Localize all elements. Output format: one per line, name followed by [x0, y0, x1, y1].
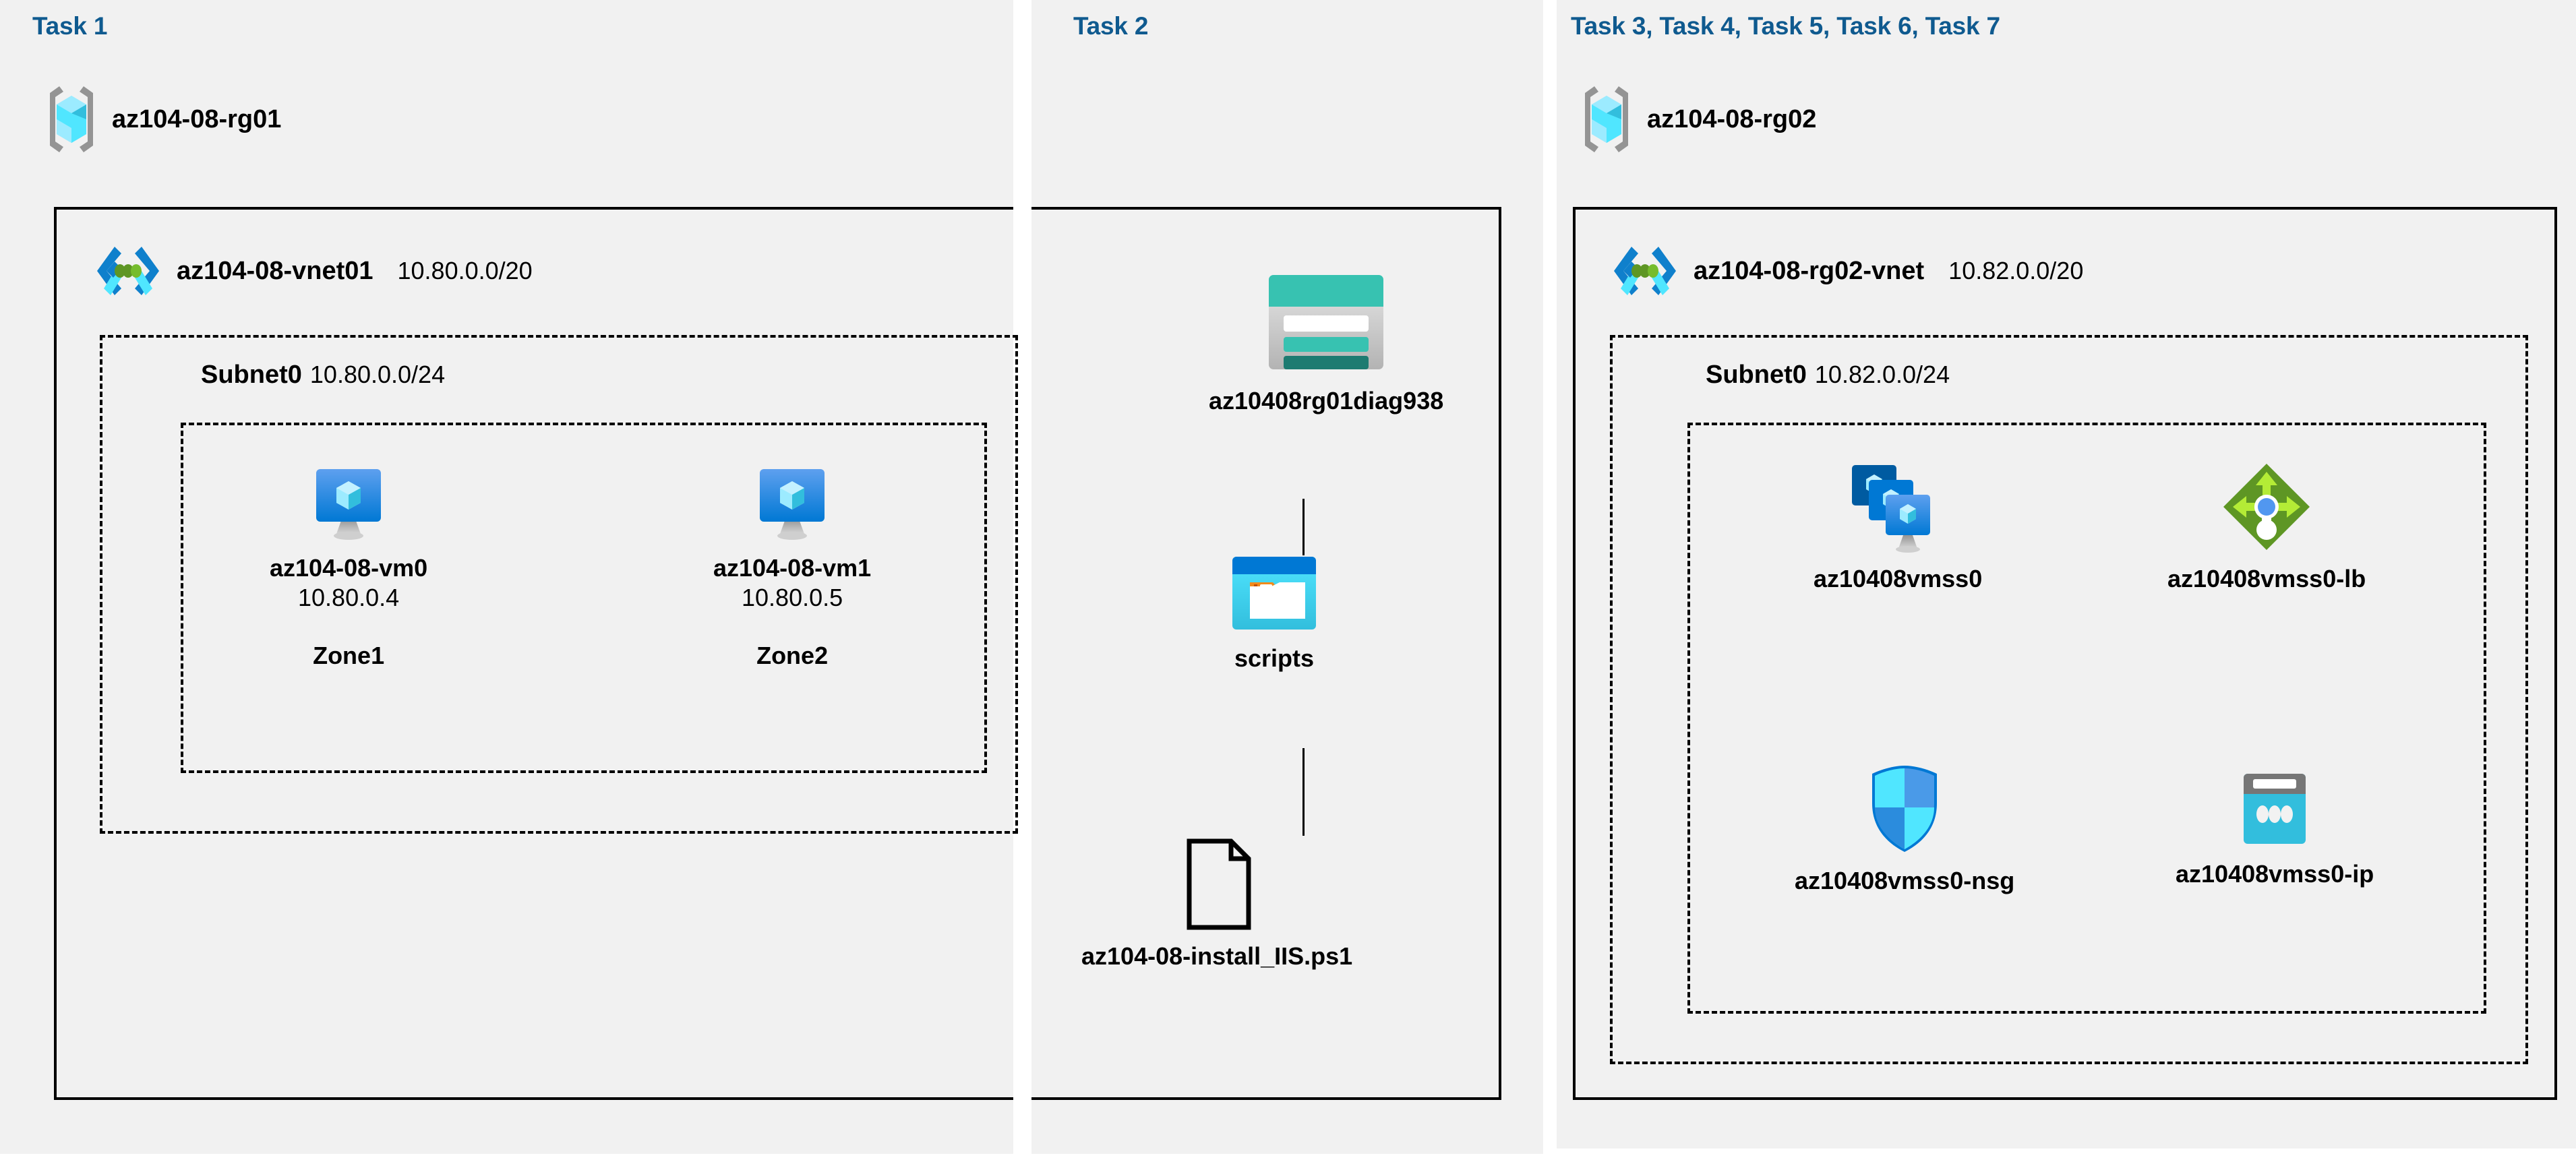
- node-load-balancer[interactable]: az10408vmss0-lb: [2167, 460, 2366, 593]
- subnet-container-subnet0-rg02vnet: [1610, 335, 2528, 1064]
- vm-zone: Zone1: [313, 642, 385, 669]
- connector-storage-to-container: [1302, 499, 1305, 555]
- vnet-header-vnet01: az104-08-vnet01 10.80.0.0/20: [94, 237, 533, 305]
- subnet-cidr: 10.80.0.0/24: [309, 361, 446, 388]
- public-ip-address-icon: [2234, 768, 2315, 849]
- file-icon: [1173, 837, 1261, 931]
- node-blob-container[interactable]: scripts: [1228, 553, 1320, 673]
- resource-group-icon: [1581, 82, 1632, 156]
- vnet-container-rg02-vnet: [1573, 207, 2557, 1100]
- vm-ip: 10.80.0.5: [742, 584, 843, 611]
- task-label-1: Task 1: [32, 12, 108, 40]
- virtual-machine-icon: [750, 460, 834, 543]
- node-vm1[interactable]: az104-08-vm1 10.80.0.5 Zone2: [713, 460, 871, 670]
- vmss-resources-container: [1687, 423, 2486, 1014]
- script-file-name: az104-08-install_IIS.ps1: [1081, 942, 1353, 970]
- node-public-ip-address[interactable]: az10408vmss0-ip: [2176, 768, 2374, 888]
- node-vm-scale-set[interactable]: az10408vmss0: [1814, 460, 1982, 593]
- public-ip-name: az10408vmss0-ip: [2176, 860, 2374, 888]
- blob-container-icon: [1228, 553, 1320, 634]
- vm-zone: Zone2: [756, 642, 829, 669]
- resource-group-header-rg01: az104-08-rg01: [46, 82, 281, 156]
- resource-group-icon: [46, 82, 97, 156]
- storage-account-icon: [1262, 268, 1390, 376]
- task-label-3-7: Task 3, Task 4, Task 5, Task 6, Task 7: [1571, 12, 2000, 40]
- connector-container-to-file: [1302, 748, 1305, 836]
- subnet-container-subnet0-vnet01: [100, 335, 1018, 834]
- subnet-name: Subnet0: [201, 361, 302, 389]
- resource-group-name-rg01: az104-08-rg01: [112, 104, 282, 133]
- network-security-group-icon: [1864, 762, 1945, 856]
- vm-scale-set-icon: [1844, 460, 1952, 554]
- node-script-file[interactable]: az104-08-install_IIS.ps1: [1081, 837, 1352, 971]
- vnet-name-vnet01: az104-08-vnet01: [177, 256, 373, 285]
- resource-group-name-rg02: az104-08-rg02: [1647, 104, 1817, 133]
- subnet-label-vnet01: Subnet0 10.80.0.0/24: [201, 361, 445, 390]
- vnet-cidr-vnet01: 10.80.0.0/20: [397, 257, 533, 284]
- vnet-header-rg02-vnet: az104-08-rg02-vnet 10.82.0.0/20: [1611, 237, 2083, 305]
- load-balancer-icon: [2219, 460, 2314, 554]
- node-network-security-group[interactable]: az10408vmss0-nsg: [1795, 762, 2014, 895]
- vm-ip: 10.80.0.4: [298, 584, 400, 611]
- vnet-container-vnet01: [54, 207, 1501, 1100]
- vm-name: az104-08-vm1: [713, 554, 872, 582]
- task-label-2: Task 2: [1073, 12, 1149, 40]
- storage-account-name: az10408rg01diag938: [1209, 387, 1444, 415]
- virtual-network-icon: [1611, 237, 1679, 305]
- vnet-cidr-rg02-vnet: 10.82.0.0/20: [1948, 257, 2084, 284]
- nsg-name: az10408vmss0-nsg: [1795, 867, 2015, 894]
- availability-zones-container: [181, 423, 987, 773]
- panel-task3-7: [1557, 0, 2576, 1148]
- panel-task1: [0, 0, 1013, 1154]
- panel-gap-2: [1543, 0, 1557, 1166]
- load-balancer-name: az10408vmss0-lb: [2167, 565, 2366, 592]
- subnet-name: Subnet0: [1706, 361, 1807, 389]
- node-storage-account[interactable]: az10408rg01diag938: [1209, 268, 1443, 415]
- node-vm0[interactable]: az104-08-vm0 10.80.0.4 Zone1: [270, 460, 427, 670]
- resource-group-header-rg02: az104-08-rg02: [1581, 82, 1816, 156]
- vnet-name-rg02-vnet: az104-08-rg02-vnet: [1694, 256, 1925, 285]
- vmss-name: az10408vmss0: [1814, 565, 1983, 592]
- virtual-network-icon: [94, 237, 162, 305]
- vm-name: az104-08-vm0: [270, 554, 428, 582]
- blob-container-name: scripts: [1234, 644, 1315, 672]
- subnet-label-rg02vnet: Subnet0 10.82.0.0/24: [1706, 361, 1950, 390]
- virtual-machine-icon: [307, 460, 390, 543]
- subnet-cidr: 10.82.0.0/24: [1814, 361, 1950, 388]
